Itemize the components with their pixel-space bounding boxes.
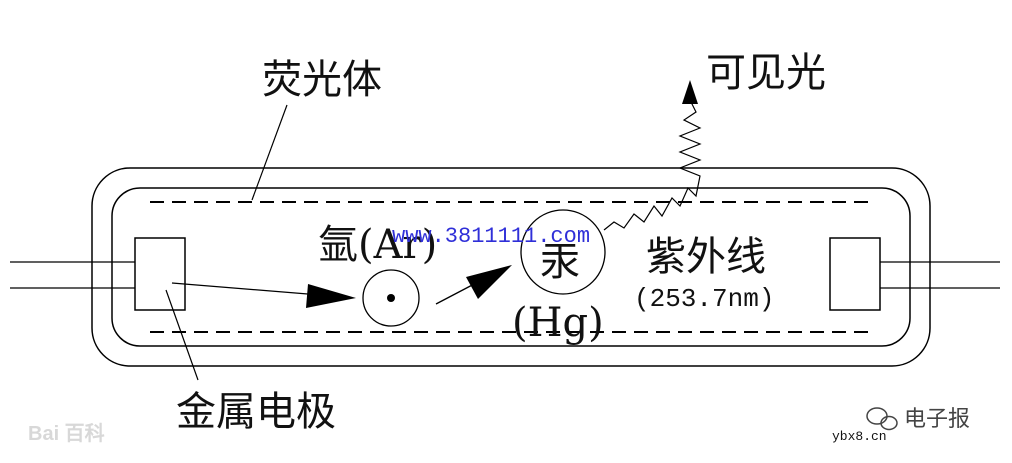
visible-light-label: 可见光 <box>706 50 826 96</box>
uv-label: 紫外线 <box>646 234 766 280</box>
baidu-watermark: Bai 百科 <box>28 421 105 445</box>
wavelength-label: (253.7nm) <box>634 284 774 314</box>
url-watermark: www.3811111.com <box>392 224 590 249</box>
wechat-icon <box>866 407 898 431</box>
right-electrode <box>829 237 881 311</box>
visible-light-arrow <box>682 80 698 104</box>
electron-arrow-to-argon <box>171 282 356 308</box>
electrode-leader-line <box>165 289 199 381</box>
electron-arrow-to-mercury <box>435 265 512 305</box>
lead-wires <box>10 261 1000 289</box>
phosphor-label: 荧光体 <box>262 57 382 103</box>
argon-atom <box>362 269 420 327</box>
tube-outer-wall <box>91 167 931 367</box>
uv-ray-zigzag <box>603 99 702 231</box>
mercury-symbol-label: (Hg) <box>512 300 604 346</box>
brand-watermark: 电子报 <box>904 407 970 432</box>
left-electrode <box>134 237 186 311</box>
site-watermark: ybx8.cn <box>832 429 887 444</box>
tube-inner-wall <box>111 187 911 347</box>
mercury-atom <box>520 209 606 295</box>
phosphor-coating <box>150 201 872 333</box>
phosphor-leader-line <box>251 104 288 201</box>
argon-label: 氩(Ar) <box>318 222 437 268</box>
mercury-label: 汞 <box>540 239 580 285</box>
electrode-label: 金属电极 <box>176 389 336 435</box>
